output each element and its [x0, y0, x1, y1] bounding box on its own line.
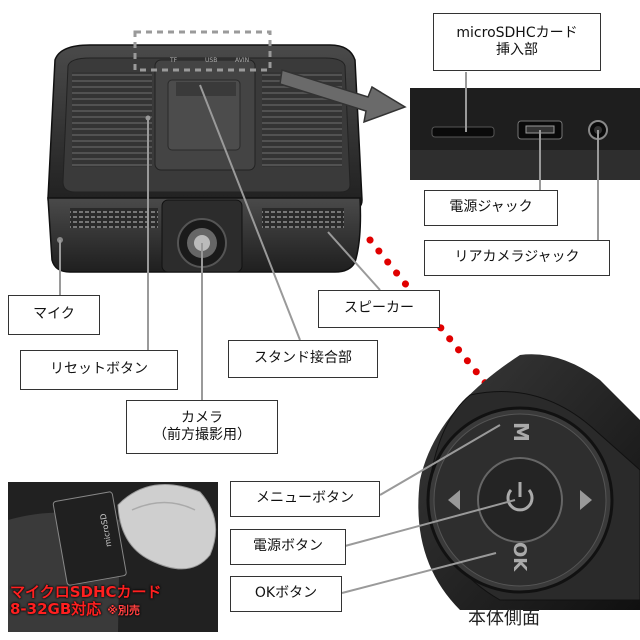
side-view-caption: 本体側面	[468, 608, 540, 629]
dashcam-body	[47, 44, 363, 273]
side-view-body: M OK	[418, 354, 640, 610]
promo-note: ※別売	[107, 604, 140, 618]
label-camera: カメラ （前方撮影用）	[126, 400, 278, 454]
power-symbol-icon	[506, 489, 534, 512]
leader-lines	[59, 72, 599, 594]
label-stand-mount: スタンド接合部	[228, 340, 378, 378]
slot-text-avin: AVIN	[235, 57, 249, 64]
slot-highlight-box	[133, 30, 272, 72]
label-speaker: スピーカー	[318, 290, 440, 328]
label-menu-button: メニューボタン	[230, 481, 380, 517]
label-rear-camera-jack: リアカメラジャック	[424, 240, 610, 276]
ok-symbol-text: OK	[509, 542, 530, 572]
label-camera-line1: カメラ	[181, 409, 223, 426]
promo-text: マイクロSDHCカード 8-32GB対応 ※別売	[10, 583, 162, 619]
left-arrow-icon	[448, 490, 460, 510]
label-power-button: 電源ボタン	[230, 529, 346, 565]
promo-line2: 8-32GB対応	[10, 600, 102, 619]
zoom-arrow	[279, 69, 407, 124]
promo-line1: マイクロSDHCカード	[10, 583, 162, 601]
promo-line2-wrap: 8-32GB対応 ※別売	[10, 601, 162, 618]
slot-text-tf: TF	[169, 57, 178, 64]
slot-text-usb: USB	[205, 57, 217, 64]
label-camera-line2: （前方撮影用）	[153, 427, 251, 443]
label-microsd-line2: 挿入部	[496, 42, 538, 58]
label-ok-button: OKボタン	[230, 576, 342, 612]
label-microphone: マイク	[8, 295, 100, 335]
label-microsd-line1: microSDHCカード	[456, 24, 578, 41]
right-arrow-icon	[580, 490, 592, 510]
label-reset-button: リセットボタン	[20, 350, 178, 390]
label-power-jack: 電源ジャック	[424, 190, 558, 226]
microsd-photo: microSD	[8, 482, 218, 632]
menu-symbol-text: M	[509, 422, 533, 442]
label-microsd-slot: microSDHCカード 挿入部	[433, 13, 601, 71]
slot-zoom-view	[410, 88, 640, 180]
